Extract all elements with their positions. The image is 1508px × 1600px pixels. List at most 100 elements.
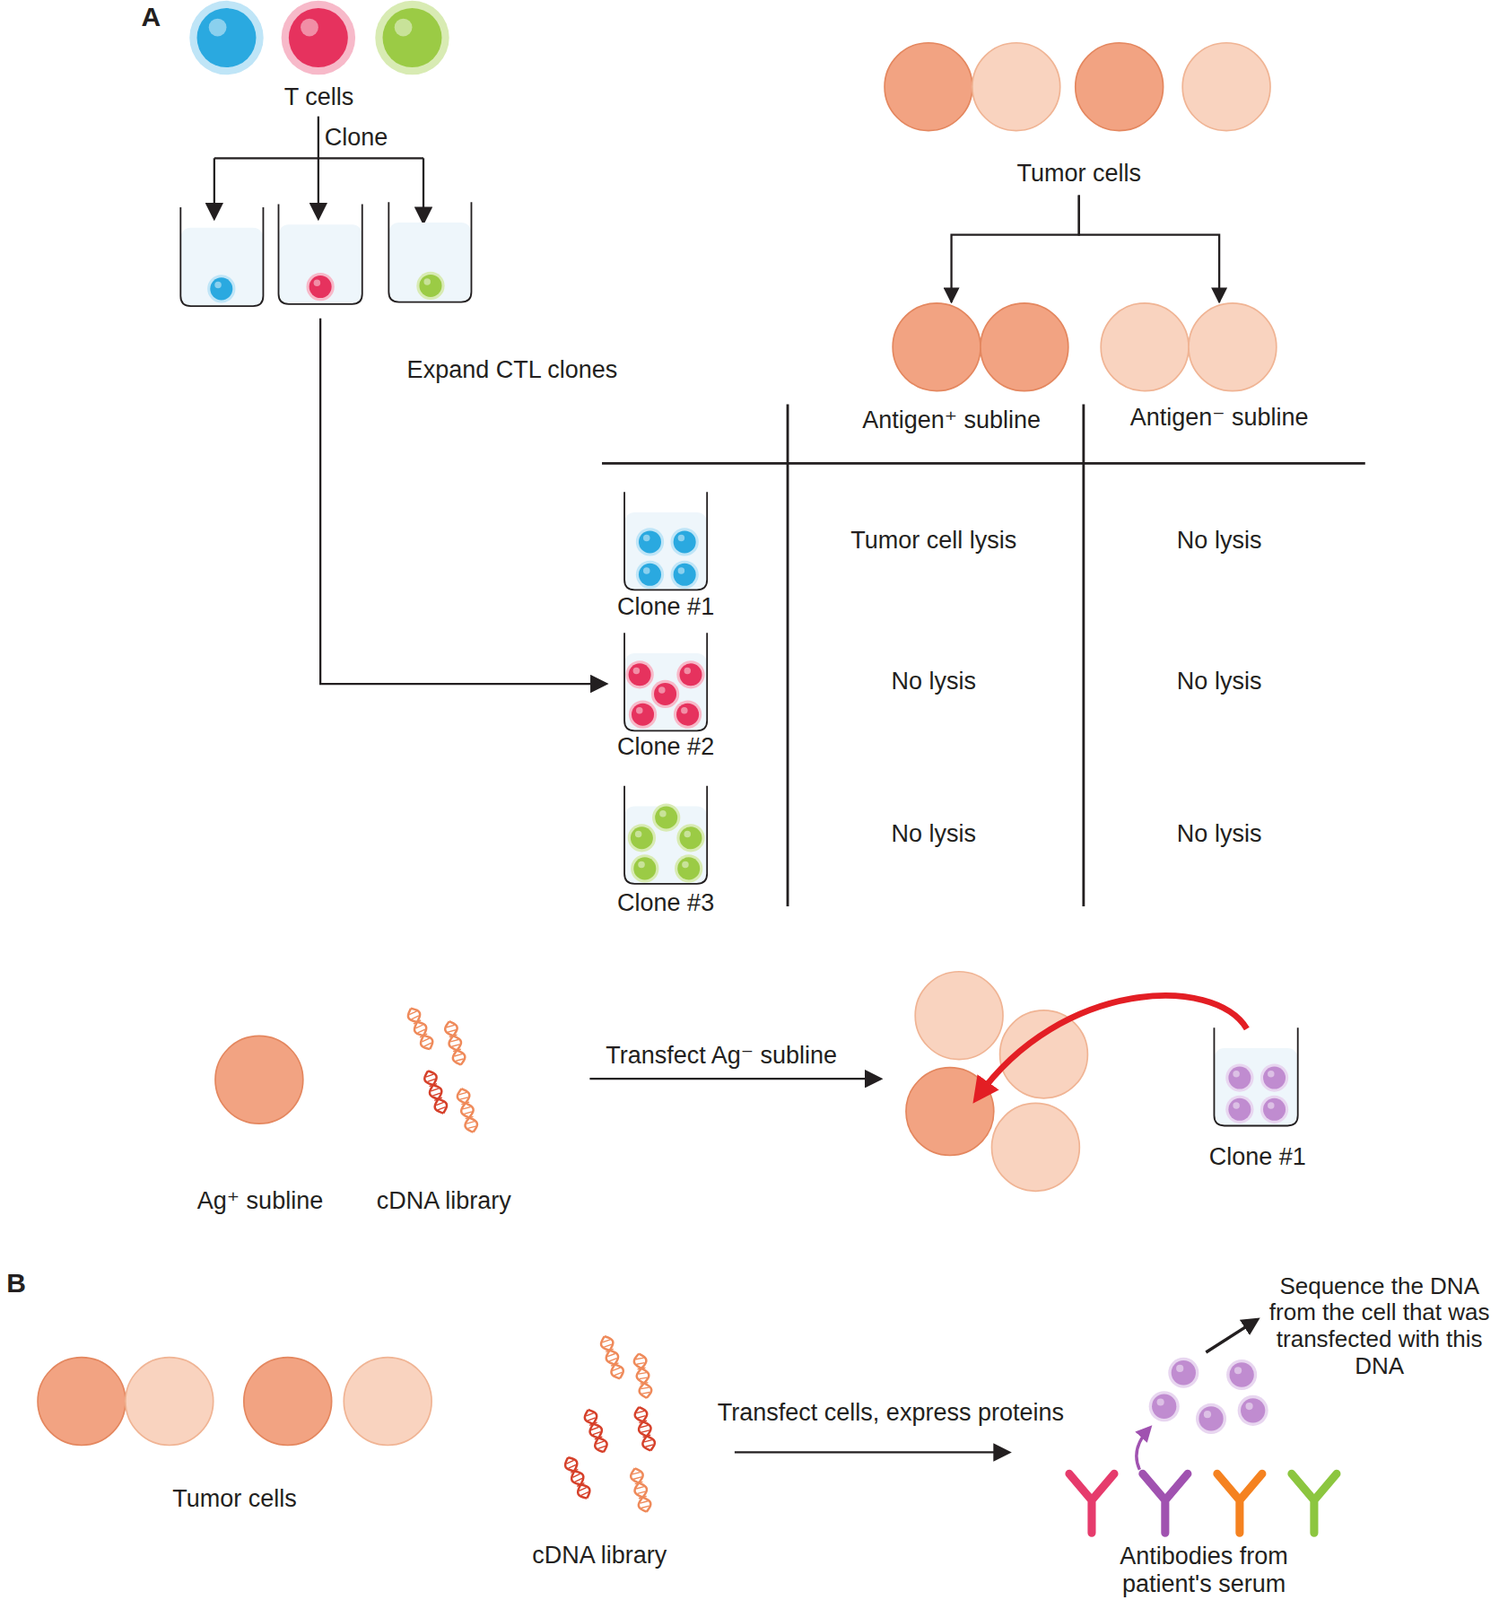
tumor-cell <box>1182 43 1271 131</box>
figure-group: Antibodies from patient's serum <box>1050 1467 1357 1600</box>
t-cell <box>197 8 257 68</box>
tumor-cell <box>884 43 973 131</box>
t-cell-shine <box>423 278 431 286</box>
t-cell-shine <box>637 861 646 869</box>
t-cell-halo <box>374 0 449 75</box>
t-cell <box>209 277 233 300</box>
t-cell-halo <box>627 823 656 852</box>
t-cell-shine <box>635 830 643 838</box>
t-cell-shine <box>300 18 319 37</box>
t-cell <box>1229 1361 1255 1386</box>
panel-letter: B <box>6 1266 27 1299</box>
t-cell-halo <box>630 854 659 882</box>
tumor-cell <box>892 303 981 392</box>
t-cell-halo <box>1226 1359 1257 1390</box>
t-cell <box>309 275 332 298</box>
tumor-cell <box>1100 303 1189 392</box>
well <box>388 201 471 302</box>
t-cell-halo <box>207 274 236 303</box>
t-cell-shine <box>678 534 686 542</box>
t-cell-shine <box>681 861 689 869</box>
figure-label: Tumor cells <box>882 159 1276 188</box>
well-fluid <box>624 653 707 731</box>
well-fluid <box>624 512 707 590</box>
dna-helix <box>628 1466 653 1514</box>
t-cell <box>1263 1098 1286 1121</box>
well <box>624 785 707 884</box>
t-cell <box>633 856 656 880</box>
t-cell-shine <box>659 810 667 818</box>
dna-helix <box>582 1407 610 1455</box>
dna-helix <box>405 1005 436 1052</box>
t-cell <box>288 8 349 68</box>
annotation: Sequence the DNA from the cell that was … <box>1256 1272 1502 1381</box>
sequence-arrow <box>1205 1319 1257 1352</box>
t-cell-halo <box>652 802 680 831</box>
t-cell-shine <box>1232 1101 1240 1109</box>
t-cell <box>679 826 702 849</box>
transfect-arrow <box>734 1450 1009 1453</box>
t-cell-halo <box>673 700 702 729</box>
table-rule <box>786 403 790 907</box>
t-cell-halo <box>1260 1095 1289 1124</box>
t-cell <box>1228 1066 1251 1090</box>
annotation: Clone <box>324 123 389 152</box>
t-cell-halo <box>1260 1063 1289 1091</box>
split-arrow <box>1079 195 1220 303</box>
well <box>180 207 263 306</box>
t-cell-shine <box>313 278 322 287</box>
tumor-cell <box>37 1357 126 1446</box>
t-cell <box>418 274 442 297</box>
t-cell-halo <box>416 271 445 300</box>
t-cell-shine <box>643 566 651 575</box>
tumor-cell <box>215 1035 304 1124</box>
tumor-cell <box>1188 303 1277 392</box>
t-cell <box>630 826 654 849</box>
annotation: Transfect Ag⁻ subline <box>605 1042 837 1071</box>
split-arrow <box>951 195 1080 303</box>
t-cell <box>679 662 702 686</box>
antibody <box>1217 1473 1263 1533</box>
antibody <box>1142 1473 1188 1533</box>
t-cell-shine <box>633 667 641 675</box>
well <box>624 491 707 590</box>
t-cell-halo <box>671 527 699 556</box>
t-cell-shine <box>636 706 644 715</box>
t-cell-halo <box>671 560 699 589</box>
figure-label: Clone #3 <box>601 889 730 917</box>
t-cell-shine <box>1267 1101 1275 1109</box>
t-cell-halo <box>636 527 664 556</box>
annotation: No lysis <box>890 667 977 696</box>
figure-group: Clone #3 <box>601 783 730 919</box>
t-cell-halo <box>1237 1394 1269 1426</box>
t-cell <box>654 806 678 829</box>
annotation: Transfect cells, express proteins <box>717 1399 1064 1428</box>
well-fluid <box>388 222 471 303</box>
figure-label: Antibodies from patient's serum <box>1094 1542 1315 1598</box>
t-cell-halo <box>1225 1095 1254 1124</box>
illustration-group <box>37 0 1366 1533</box>
tumor-cell <box>915 971 1003 1060</box>
t-cell-shine <box>683 830 691 838</box>
panel-letter: A <box>140 1 161 34</box>
t-cell <box>1240 1397 1265 1422</box>
tumor-cell <box>980 303 1069 392</box>
clone-arrow <box>213 157 216 218</box>
t-cell-halo <box>676 823 705 852</box>
figure-label: Clone #1 <box>1188 1142 1327 1171</box>
figure-group: Antigen⁺ subline <box>831 302 1072 437</box>
annotation: No lysis <box>1176 820 1263 849</box>
t-cell-halo <box>625 660 654 689</box>
t-cell-shine <box>1245 1402 1253 1410</box>
t-cell <box>1171 1359 1196 1385</box>
table-rule <box>601 461 1366 465</box>
figure-group: Clone #2 <box>601 630 730 764</box>
annotation: Expand CTL clones <box>407 356 619 384</box>
t-cell <box>628 662 652 686</box>
t-cell-shine <box>680 706 689 715</box>
well-fluid <box>278 224 362 305</box>
t-cell-shine <box>1157 1397 1165 1405</box>
t-cell-shine <box>209 18 227 37</box>
